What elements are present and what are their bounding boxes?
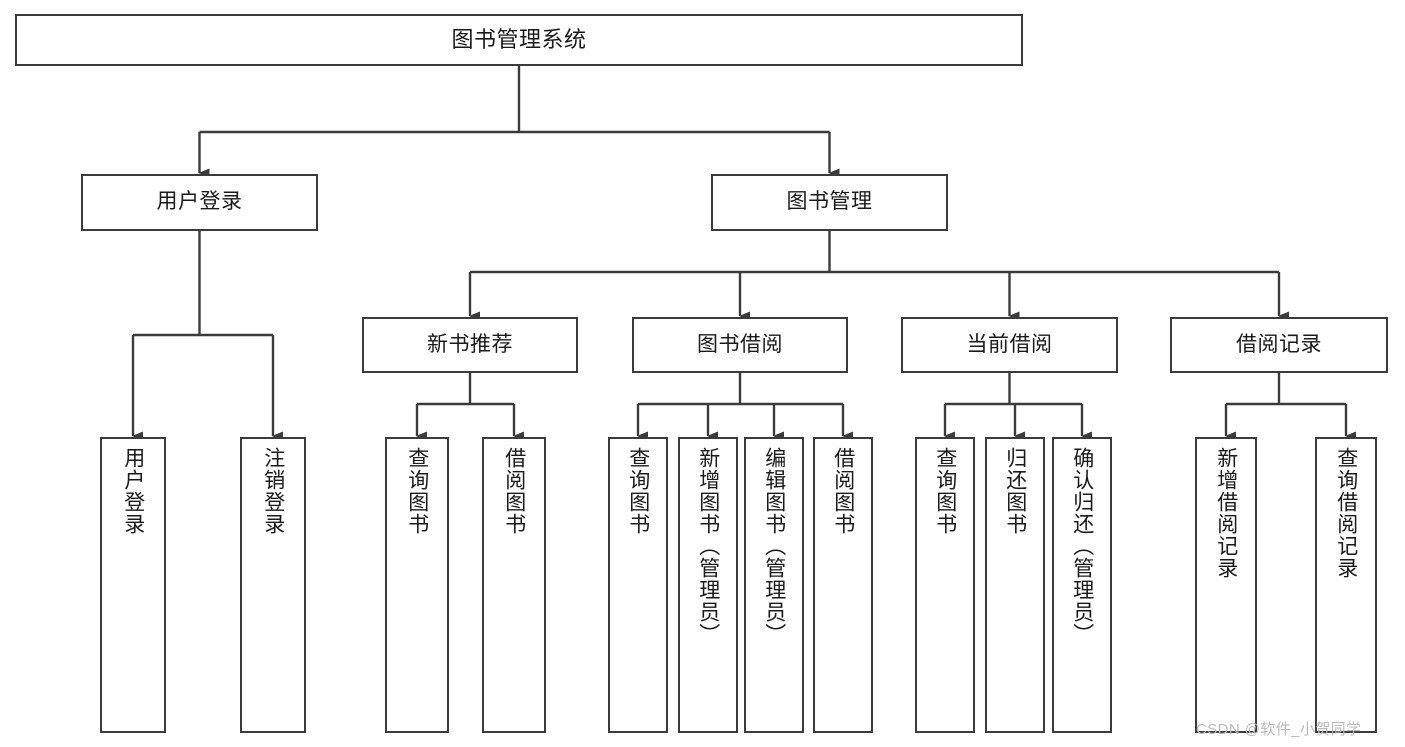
node-newbook: 新书推荐 xyxy=(362,317,578,373)
node-label: 借阅图书 xyxy=(831,447,855,535)
node-leaf-cur-1: 查询图书 xyxy=(915,437,975,733)
node-label: 查询图书 xyxy=(933,447,957,535)
node-leaf-bor-2: 新增图书（管理员） xyxy=(678,437,738,733)
node-leaf-rec-2: 查询借阅记录 xyxy=(1315,437,1377,733)
node-label: 用户登录 xyxy=(121,447,145,535)
node-leaf-cur-3: 确认归还（管理员） xyxy=(1052,437,1112,733)
node-label: 图书借阅 xyxy=(697,332,783,356)
node-leaf-new-1: 查询图书 xyxy=(385,437,449,733)
node-leaf-login-2: 注销登录 xyxy=(240,437,306,733)
node-label: 当前借阅 xyxy=(966,332,1053,356)
node-label: 新书推荐 xyxy=(427,332,513,356)
node-leaf-bor-1: 查询图书 xyxy=(608,437,668,733)
node-label: 新增借阅记录 xyxy=(1214,447,1238,579)
node-records: 借阅记录 xyxy=(1170,317,1388,373)
node-label: 查询图书 xyxy=(626,447,650,535)
node-label: 查询图书 xyxy=(405,447,429,535)
node-bookmgmt: 图书管理 xyxy=(711,174,948,231)
node-leaf-login-1: 用户登录 xyxy=(100,437,166,733)
node-current: 当前借阅 xyxy=(901,317,1118,373)
node-leaf-new-2: 借阅图书 xyxy=(482,437,546,733)
node-label: 借阅记录 xyxy=(1236,332,1322,356)
node-leaf-rec-1: 新增借阅记录 xyxy=(1195,437,1257,733)
node-label: 编辑图书（管理员） xyxy=(762,447,786,645)
node-leaf-bor-4: 借阅图书 xyxy=(813,437,873,733)
node-label: 新增图书（管理员） xyxy=(696,447,720,645)
node-label: 用户登录 xyxy=(156,190,243,214)
node-leaf-cur-2: 归还图书 xyxy=(985,437,1045,733)
node-root: 图书管理系统 xyxy=(15,14,1023,66)
edge-group xyxy=(131,66,1356,441)
node-label: 借阅图书 xyxy=(502,447,526,535)
node-label: 注销登录 xyxy=(261,447,285,535)
node-label: 查询借阅记录 xyxy=(1334,447,1358,579)
node-label: 归还图书 xyxy=(1003,447,1027,535)
node-login: 用户登录 xyxy=(81,174,318,231)
csdn-watermark: CSDN @软件_小贺同学 xyxy=(1196,721,1362,738)
node-leaf-bor-3: 编辑图书（管理员） xyxy=(744,437,804,733)
node-label: 图书管理 xyxy=(786,190,873,214)
node-borrow: 图书借阅 xyxy=(632,317,848,373)
node-label: 图书管理系统 xyxy=(451,27,587,53)
node-label: 确认归还（管理员） xyxy=(1070,447,1094,645)
